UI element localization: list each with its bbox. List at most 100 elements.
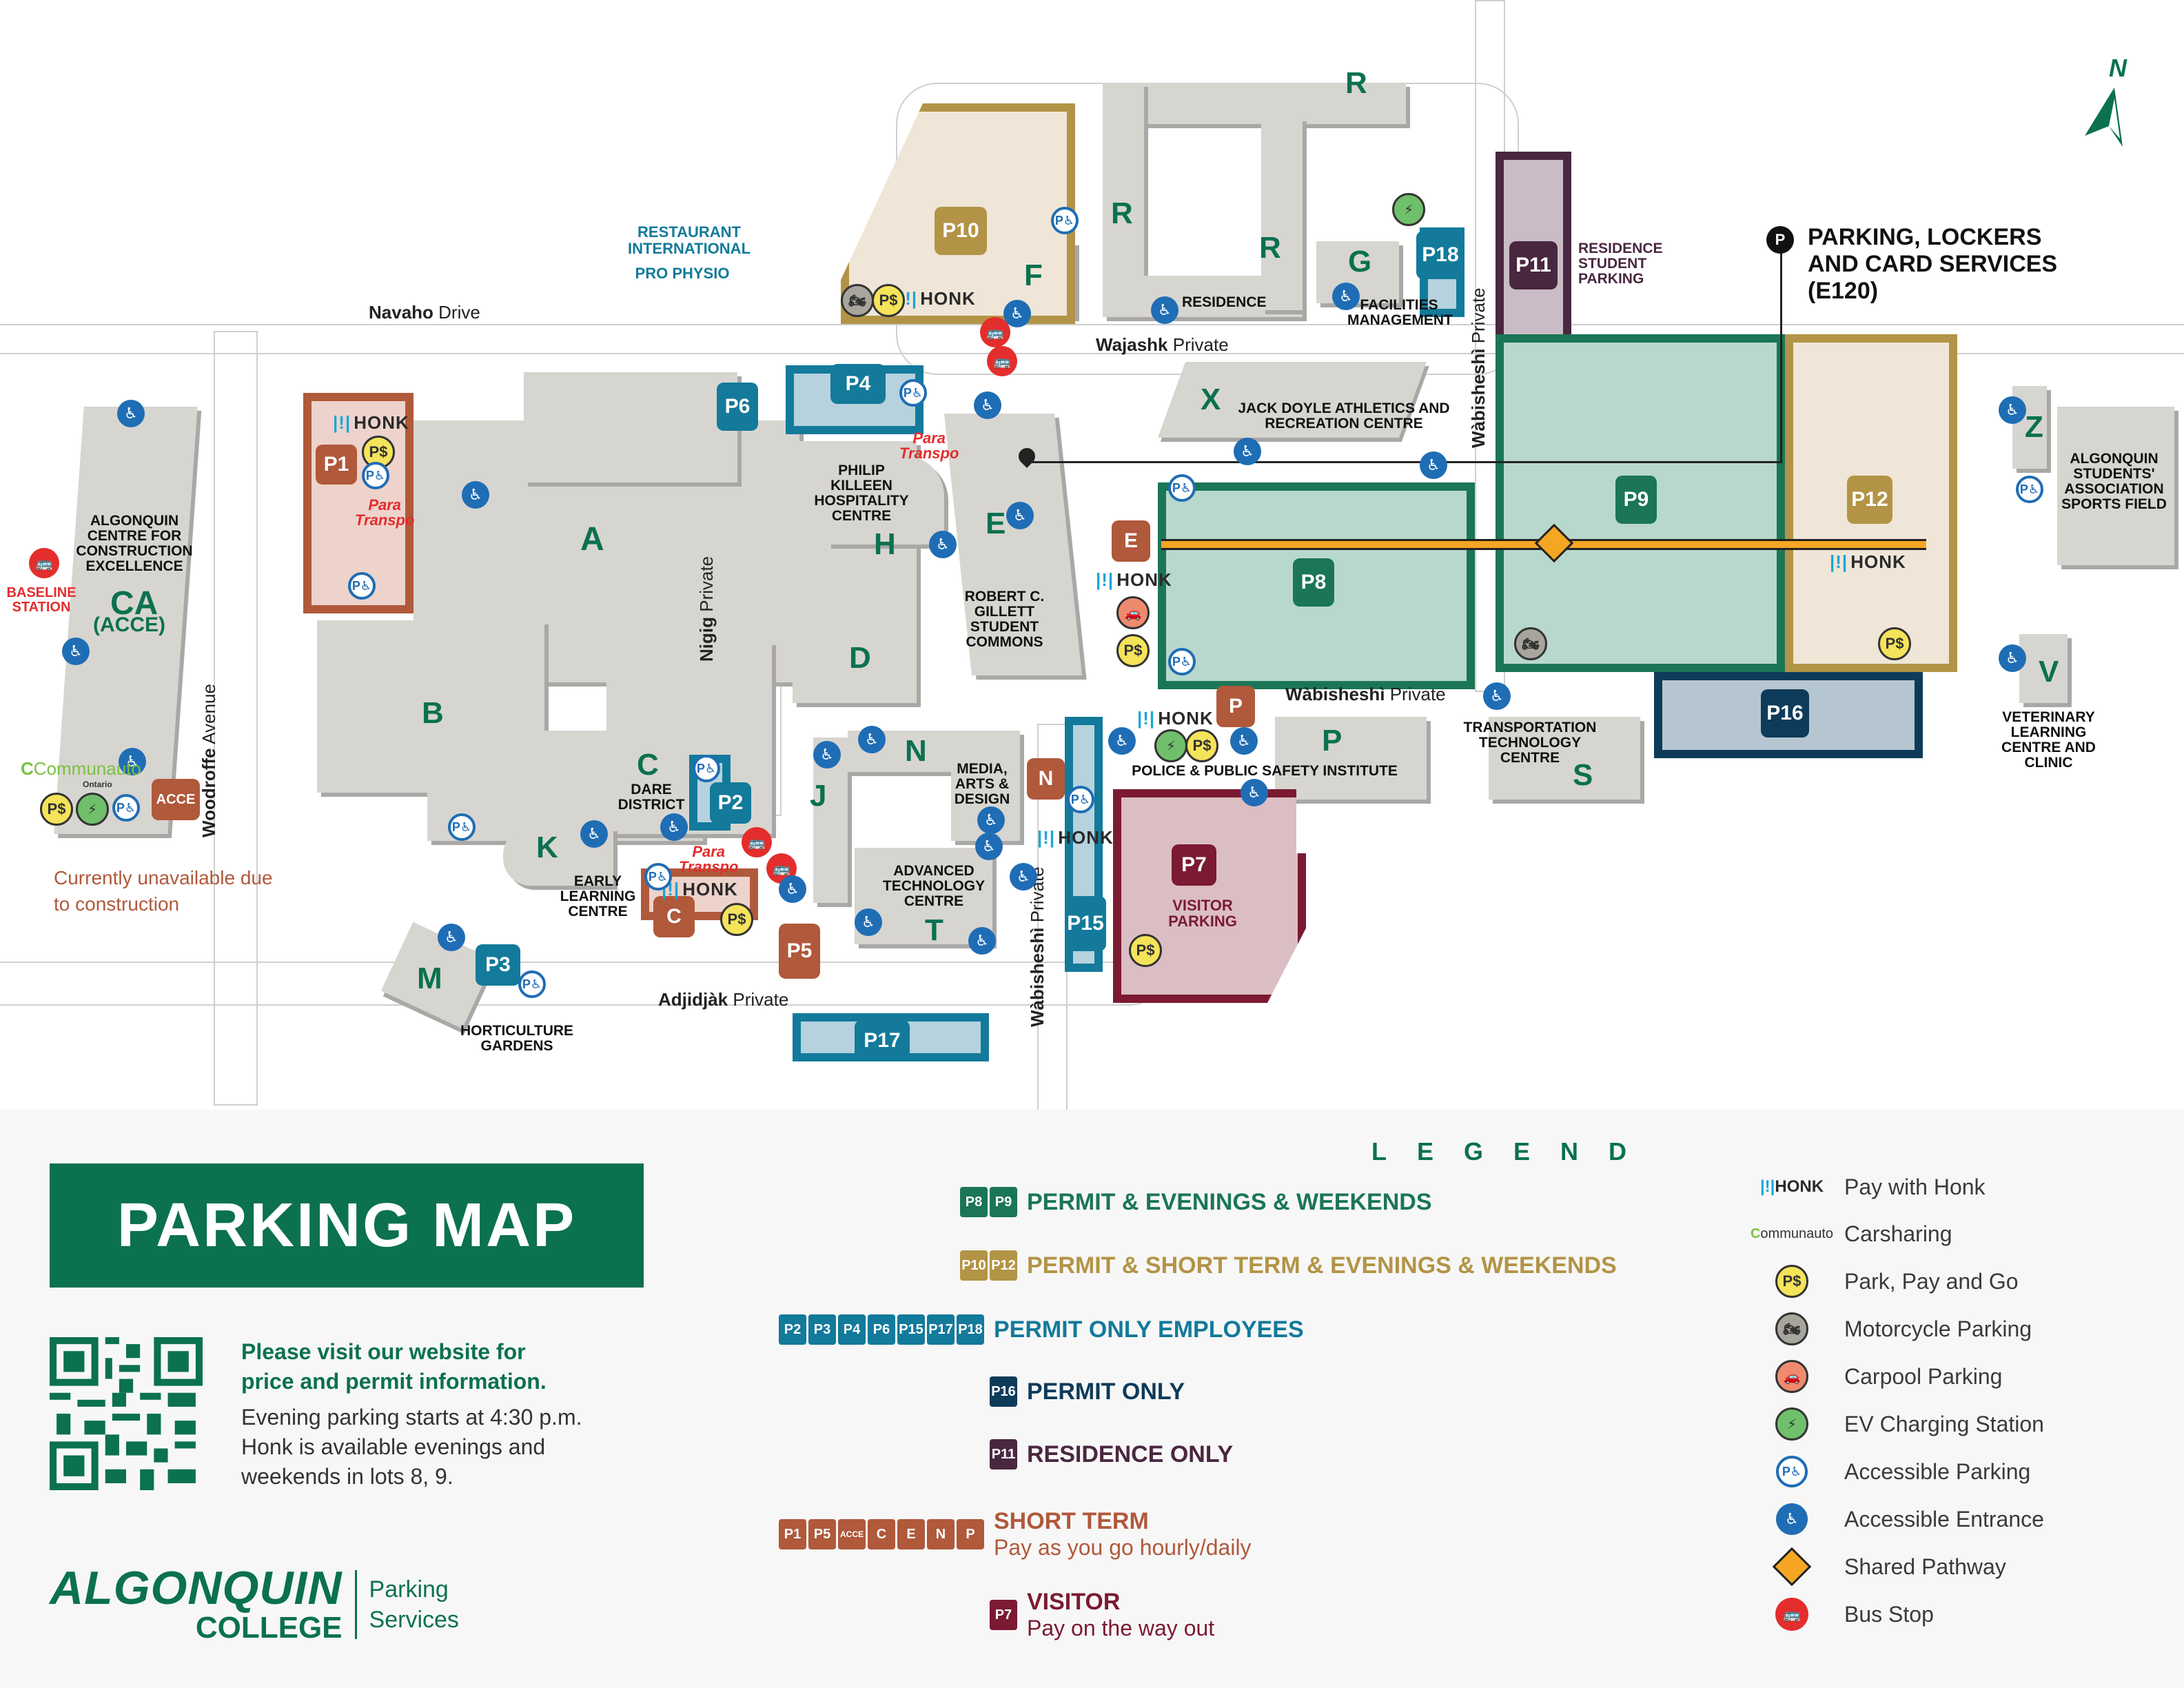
accessible-entrance-icon: ♿ [1776,1503,1808,1535]
street-adjidjak: Adjidjàk Private [658,989,789,1010]
building-h[interactable] [827,455,944,545]
lot-label-p6[interactable]: P6 [717,383,758,431]
accessible-entrance-icon: ♿ [858,726,886,753]
lot-label-p16[interactable]: P16 [1761,689,1809,738]
lot-label-p10[interactable]: P10 [935,207,987,255]
ev-charging-icon: ⚡ [1154,729,1187,762]
building-label-ca-sub: (ACCE) [93,613,165,636]
lot-p8[interactable] [1158,482,1475,689]
building-p[interactable] [1275,717,1427,800]
accessible-parking-icon: P♿ [693,755,720,782]
building-label-c: C [637,748,659,782]
logo-divider [354,1570,357,1640]
accessible-entrance-icon: ♿ [1108,727,1136,755]
building-label-g: G [1348,245,1372,278]
accessible-parking-icon: P♿ [1051,207,1079,234]
building-r-north[interactable] [1103,83,1406,124]
campus-map[interactable]: P PARKING, LOCKERS AND CARD SERVICES (E1… [0,0,2184,1110]
lot-label-p9[interactable]: P9 [1615,476,1657,524]
accessible-parking-icon: P♿ [644,863,672,891]
lot-label-p5[interactable]: P5 [779,924,820,979]
legend-symbol-carpool: 🚗 Carpool Parking [1751,1356,2002,1397]
motorcycle-icon: 🏍 [1775,1312,1808,1345]
lot-p12[interactable] [1785,334,1957,672]
building-label-j: J [810,779,827,813]
legend-symbol-carsharing: Communauto Carsharing [1750,1221,1952,1246]
lot-label-p-short[interactable]: P [1216,686,1255,727]
accessible-entrance-icon: ♿ [62,638,90,665]
lot-label-n[interactable]: N [1027,758,1065,800]
accessible-entrance-icon: ♿ [580,820,608,848]
park-pay-go-icon: P$ [720,903,753,936]
accessible-parking-icon: P♿ [518,970,546,998]
building-label-p: P [1322,724,1343,757]
street-wajashk: Wajashk Private [1096,334,1229,355]
building-a-north [524,372,737,482]
street-nigig: Nigig Private [696,556,717,662]
building-label-r-north: R [1345,66,1367,100]
honk-icon: |!| [1037,827,1056,848]
lot-label-p7[interactable]: P7 [1172,844,1216,886]
park-pay-go-icon: P$ [872,284,905,317]
building-r-mid [1261,117,1303,310]
accessible-entrance-icon: ♿ [1999,396,2026,424]
logo-department: Parking Services [369,1576,459,1634]
building-sports-field [2057,407,2174,565]
name-horticulture: HORTICULTURE GARDENS [460,1023,574,1055]
street-woodroffe: Woodroffe Avenue [198,683,219,837]
name-residence-parking: RESIDENCE STUDENT PARKING [1578,241,1663,287]
honk-label-c: |!|HONK [662,879,738,899]
parking-pin-icon: P [1766,226,1794,254]
callout-restaurant-international: RESTAURANT INTERNATIONAL [627,223,751,258]
lot-p7[interactable] [1113,789,1306,1003]
street-wabisheshi-south: Wàbisheshì Private [1027,866,1048,1027]
accessible-entrance-icon: ♿ [117,400,145,427]
lot-label-p1[interactable]: P1 [316,445,357,485]
lot-label-p12[interactable]: P12 [1847,476,1892,524]
lot-label-acce[interactable]: ACCE [152,779,200,820]
legend-row-visitor: P7 VISITOR Pay on the way out [988,1589,1214,1641]
accessible-parking-icon: P♿ [1067,786,1094,813]
building-s[interactable] [1489,717,1640,800]
motorcycle-icon: 🏍 [1514,627,1547,660]
name-visitor-parking: VISITOR PARKING [1168,897,1237,931]
lot-label-p8[interactable]: P8 [1293,558,1334,607]
building-label-m: M [417,962,442,995]
name-acce: ALGONQUIN CENTRE FOR CONSTRUCTION EXCELL… [76,513,193,575]
building-label-s: S [1573,758,1593,792]
lot-label-p11[interactable]: P11 [1509,241,1558,289]
bus-stop-icon: 🚌 [766,853,797,884]
lot-label-p4[interactable]: P4 [830,364,886,404]
road-adjidjak [0,962,1173,1006]
lot-label-p2[interactable]: P2 [710,782,751,824]
honk-label-p1: |!|HONK [333,412,409,433]
honk-label-p12: |!|HONK [1830,551,1906,572]
honk-label-p15: |!|HONK [1037,827,1114,848]
accessible-entrance-icon: ♿ [975,833,1003,860]
honk-label-p: |!|HONK [1137,708,1214,729]
building-v[interactable] [2019,634,2068,703]
lot-label-c[interactable]: C [653,896,695,937]
honk-label-p10: |!|HONK [899,288,976,309]
name-residence: RESIDENCE [1182,294,1267,310]
lot-label-p17[interactable]: P17 [855,1020,910,1061]
honk-icon: |!| [1830,551,1848,572]
lot-label-e[interactable]: E [1112,520,1150,562]
lot-label-p15[interactable]: P15 [1065,896,1106,951]
carpool-icon: 🚗 [1775,1360,1808,1393]
accessible-entrance-icon: ♿ [660,813,688,841]
lot-label-p18[interactable]: P18 [1416,231,1464,279]
park-pay-go-icon: P$ [1129,934,1162,967]
qr-code[interactable] [50,1337,203,1490]
parking-services-callout: PARKING, LOCKERS AND CARD SERVICES (E120… [1808,224,2058,305]
accessible-entrance-icon: ♿ [1230,727,1258,755]
building-label-n: N [905,734,927,768]
name-jack-doyle: JACK DOYLE ATHLETICS AND RECREATION CENT… [1238,400,1450,432]
motorcycle-icon: 🏍 [841,284,874,317]
bus-stop-icon: 🚌 [980,317,1010,347]
accessible-entrance-icon: ♿ [1999,644,2026,672]
lot-label-p3[interactable]: P3 [476,944,520,986]
accessible-entrance-icon: ♿ [855,908,882,936]
